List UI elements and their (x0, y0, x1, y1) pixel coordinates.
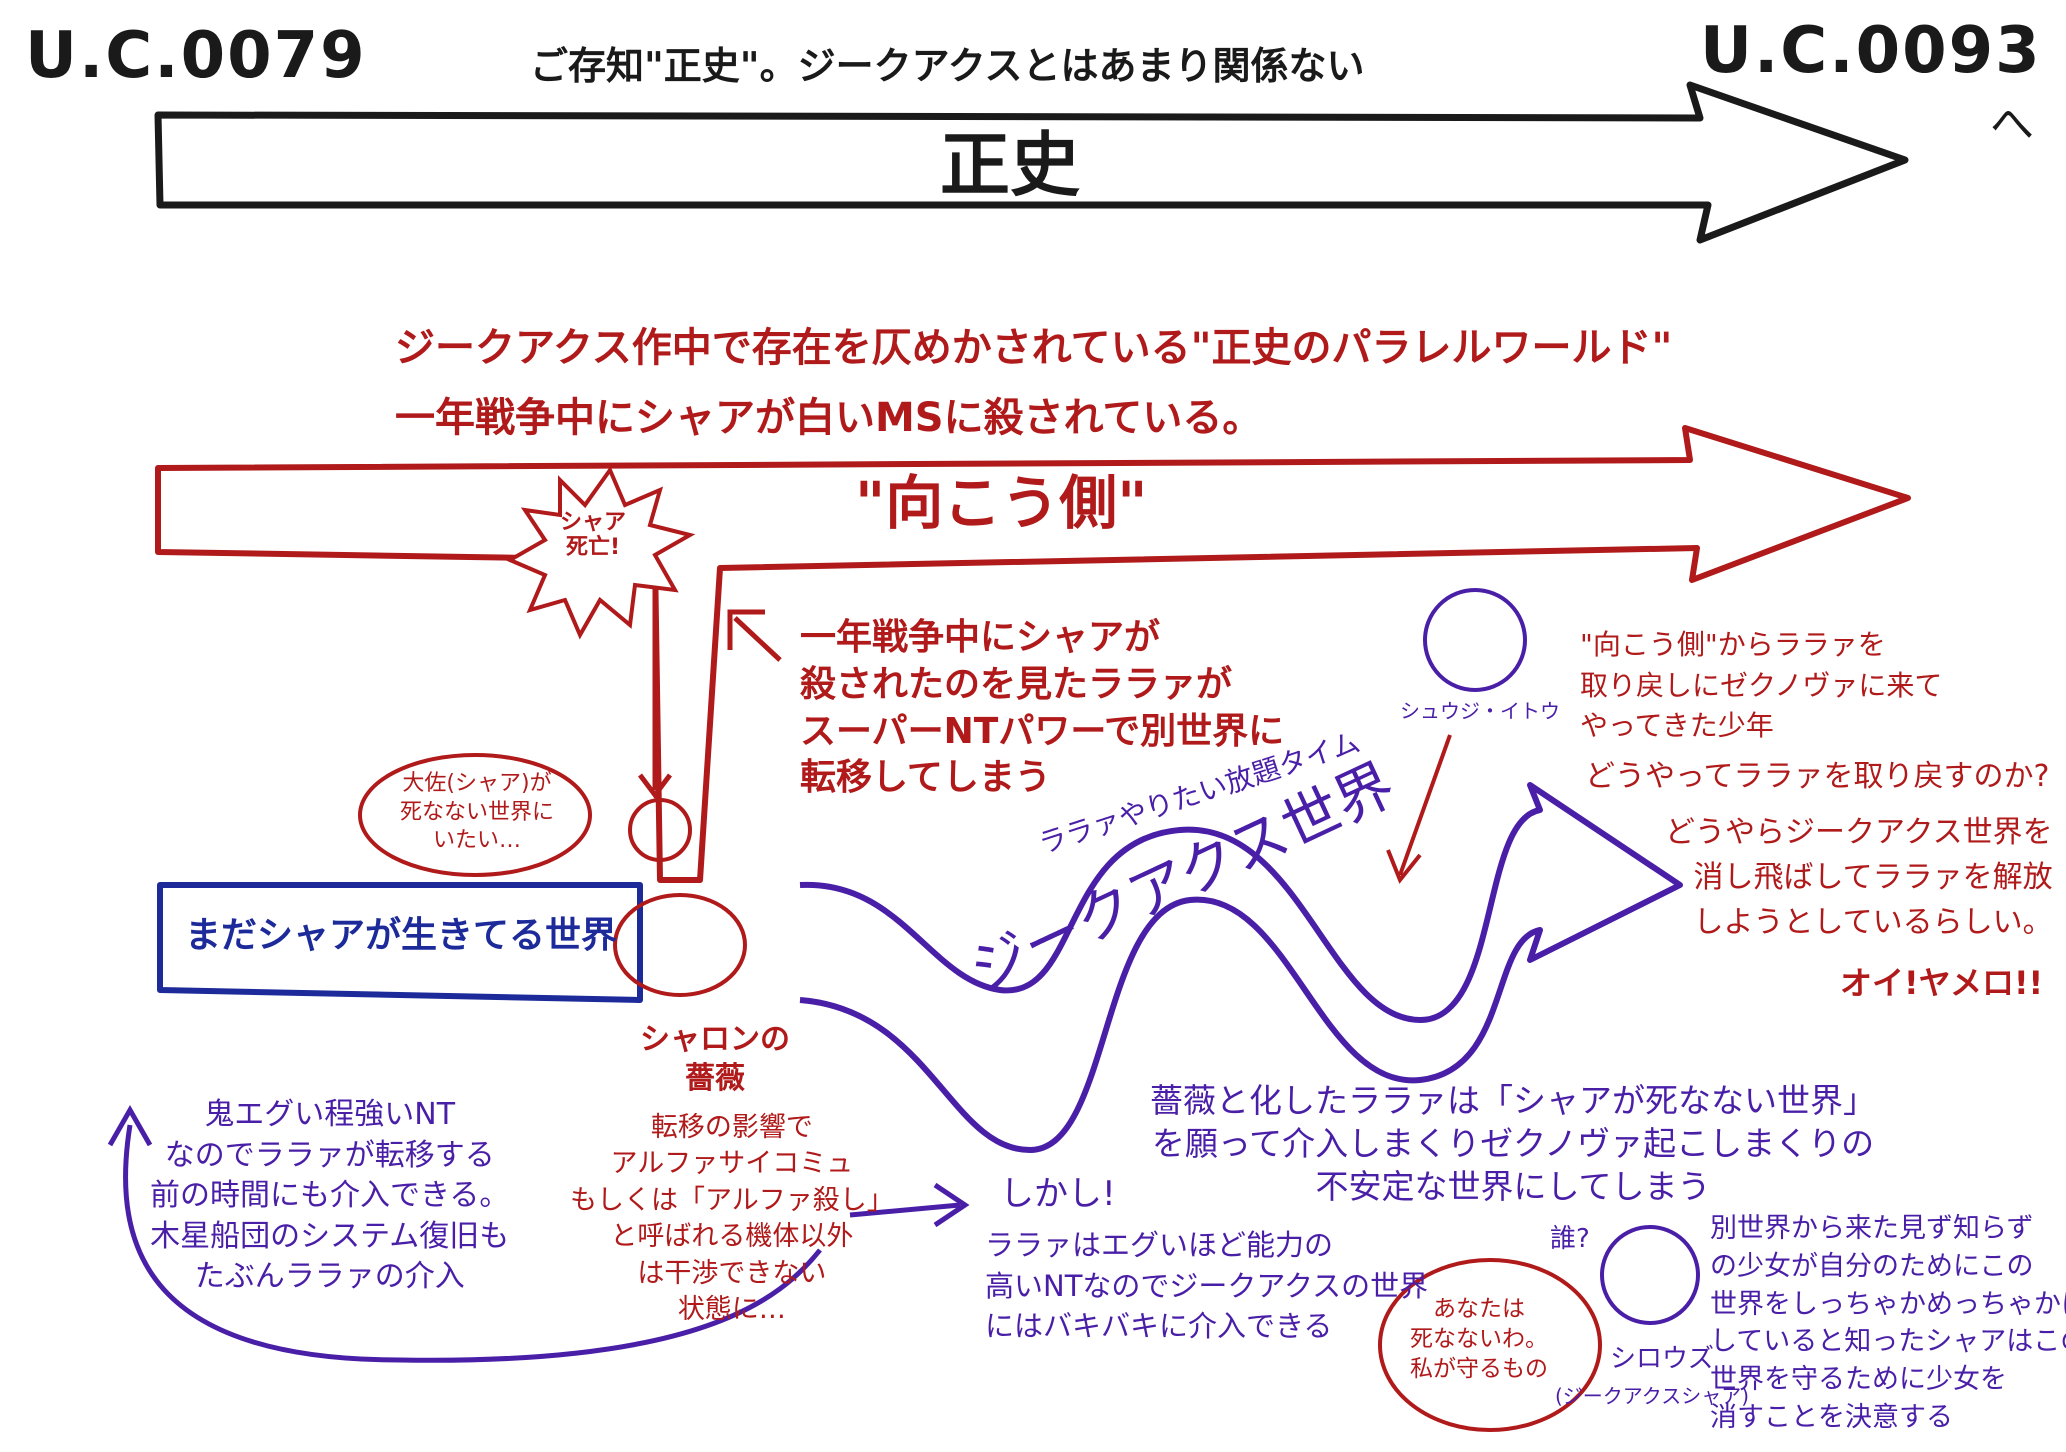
to-however-arrow (849, 1202, 961, 1218)
shaa-death-burst (505, 465, 696, 640)
burst-label: シャア 死亡! (560, 510, 627, 561)
main-arrow-label: 正史 (940, 124, 1080, 206)
transfer-effect-note: 転移の影響で アルファサイコミュ もしくは「アルファ殺し」 と呼ばれる機体以外 … (570, 1112, 894, 1326)
uc-end-label: U.C.0093 (1700, 14, 2042, 88)
shuji-note: "向こう側"からララァを 取り戻しにゼクノヴァに来て やってきた少年 (1580, 628, 1943, 743)
speech-bubble-left (358, 753, 592, 877)
shiroozu-note: 別世界から来た見ず知らず の少女が自分のためにこの 世界をしっちゃかめっちゃかに… (1710, 1213, 2066, 1433)
however-body: ララァはエグいほど能力の 高いNTなのでジークアクスの世界 にはバキバキに介入で… (985, 1228, 1429, 1344)
shuji-plan: どうやらジークアクス世界を 消し飛ばしてララァを解放 しようとしているらしい。 (1665, 815, 2053, 940)
shuji-question: どうやってララァを取り戻すのか? (1585, 759, 2050, 794)
blue-world-label: まだシャアが生きてる世界 (185, 915, 618, 956)
left-note: 鬼エグい程強いNT なのでララァが転移する 前の時間にも介入できる。 木星船団の… (150, 1097, 510, 1294)
parallel-title-line1: ジークアクス作中で存在を仄めかされている"正史のパラレルワールド" (395, 325, 1673, 371)
uc-end-suffix: へ (1990, 99, 2034, 150)
shiroozu-name: シロウズ (1610, 1344, 1715, 1374)
main-timeline-arrow (154, 81, 1909, 244)
shiroozu-character (1600, 1225, 1700, 1325)
sharon-rose-mecha (613, 893, 747, 997)
parallel-title-line2: 一年戦争中にシャアが白いMSに殺されている。 (395, 395, 1263, 441)
header-subtitle: ご存知"正史"。ジークアクスとはあまり関係ない (530, 44, 1365, 88)
who-label: 誰? (1550, 1224, 1590, 1254)
branch-note: 一年戦争中にシャアが 殺されたのを見たララァが スーパーNTパワーで別世界に 転… (800, 617, 1285, 799)
shuji-pointer-arrow (1398, 734, 1452, 876)
branch-pointer-arrow (733, 616, 782, 662)
gquuuuuux-world-arrow (799, 782, 1683, 1153)
lalah-character (628, 798, 692, 862)
uc-start-label: U.C.0079 (25, 19, 367, 93)
shuji-shout: オイ!ヤメロ!! (1840, 964, 2044, 1002)
intervention-loop-arrow (123, 1124, 822, 1363)
shiroozu-sub: (ジークアクスシャア) (1555, 1384, 1750, 1408)
bubble-left-text: 大佐(シャア)が 死なない世界に いたい… (400, 771, 555, 854)
shuji-name: シュウジ・イトウ (1400, 699, 1560, 723)
parallel-arrow-label: "向こう側" (855, 469, 1148, 537)
sharon-rose-label: シャロンの 薔薇 (640, 1022, 790, 1096)
blue-world-box (157, 882, 643, 1003)
however-head: しかし! (1000, 1174, 1116, 1214)
rose-lalah-note: 薔薇と化したララァは「シャアが死なない世界」 を願って介入しまくりゼクノヴァ起こ… (1150, 1081, 1876, 1206)
shuji-character (1423, 588, 1527, 692)
speech-bubble-bottom (1378, 1258, 1602, 1432)
bubble-bottom-text: あなたは 死なないわ。 私が守るもの (1410, 1296, 1548, 1382)
